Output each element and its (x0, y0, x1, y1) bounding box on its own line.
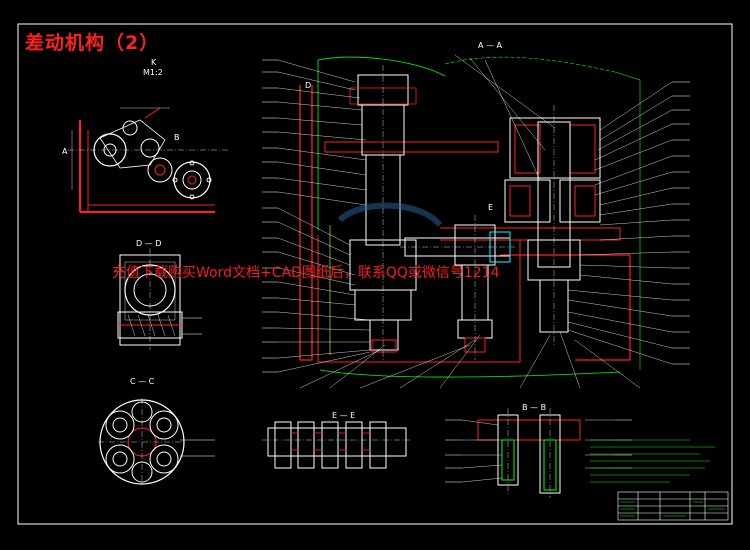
dd-view (117, 248, 202, 350)
k-view (68, 107, 230, 213)
view-scale-k: M1:2 (143, 68, 163, 77)
title-block-fill (620, 501, 725, 517)
view-marker-a: A (62, 147, 68, 156)
view-marker-d: D (305, 81, 311, 90)
view-label-k: K (151, 58, 157, 67)
section-label-cc: C — C (130, 377, 155, 386)
aa-main-view (262, 54, 690, 389)
bb-view (445, 408, 632, 498)
watermark-text: 充值下载购买Word文档+CAD图纸后，联系QQ或微信号1214 (112, 265, 500, 281)
outer-frame (17, 23, 733, 525)
cc-view (98, 398, 215, 486)
drawing-title: 差动机构（2） (25, 32, 160, 54)
view-marker-e: E (488, 203, 493, 212)
title-block (617, 491, 729, 521)
ee-view (262, 421, 410, 469)
section-label-aa: A — A (478, 41, 503, 50)
view-marker-b: B (174, 133, 180, 142)
section-label-bb: B — B (522, 403, 546, 412)
watermark-logo (337, 202, 443, 228)
section-label-dd: D — D (136, 239, 161, 248)
section-label-ee: E — E (332, 411, 355, 420)
technical-notes (590, 439, 715, 483)
